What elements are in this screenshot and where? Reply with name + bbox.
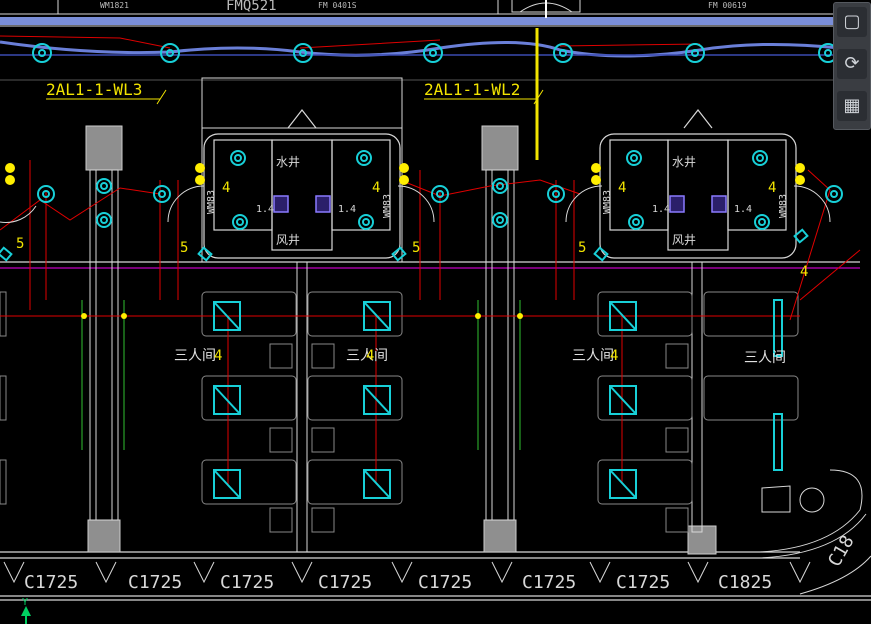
room-name-4: 三人间	[744, 350, 786, 366]
room-number-1: 4	[214, 348, 222, 364]
svg-text:1.4: 1.4	[338, 204, 356, 215]
header-code-2: FMQ521	[226, 0, 277, 14]
svg-text:WM83: WM83	[206, 190, 217, 214]
window-label-3: C1725	[220, 572, 274, 593]
window-label-5: C1725	[418, 572, 472, 593]
fixture-tags: 4 4 4 4 4 5 5 5 5	[16, 180, 808, 280]
svg-text:Y: Y	[22, 597, 28, 608]
ucs-axis-icon: Y	[21, 597, 31, 624]
room-name-2: 三人间	[346, 348, 388, 364]
bathroom-pod-left	[203, 109, 401, 259]
svg-text:5: 5	[412, 240, 420, 256]
svg-text:5: 5	[180, 240, 188, 256]
navigation-toolbar: ▢ ⟳ ▦	[833, 2, 871, 130]
header-code-3: FM 0401S	[318, 1, 357, 10]
window-markers	[3, 561, 811, 584]
svg-text:WM83: WM83	[778, 194, 789, 218]
svg-text:5: 5	[16, 236, 24, 252]
grid-icon[interactable]: ▦	[837, 91, 867, 121]
room-name-3: 三人间	[572, 348, 614, 364]
wall-lamps	[5, 163, 805, 319]
window-label-8: C1825	[718, 572, 772, 593]
shaft-label-1: 水井	[276, 155, 300, 169]
svg-text:4: 4	[800, 264, 808, 280]
room-number-2: 4	[366, 348, 374, 364]
shaft-label-3: 水井	[672, 155, 696, 169]
window-labels: C1725 C1725 C1725 C1725 C1725 C1725 C172…	[24, 532, 859, 593]
header-code-4: FM 00619	[708, 1, 747, 10]
header-code-1: WM1821	[100, 1, 129, 10]
room-name-1: 三人间	[174, 348, 216, 364]
svg-text:4: 4	[222, 180, 230, 196]
duct-band	[0, 17, 840, 25]
ceiling-fixtures	[0, 150, 843, 262]
bathroom-pod-right	[599, 109, 797, 259]
svg-text:4: 4	[618, 180, 626, 196]
svg-text:4: 4	[372, 180, 380, 196]
shaft-label-4: 风井	[672, 233, 696, 247]
svg-text:1.4: 1.4	[734, 204, 752, 215]
svg-text:1.4: 1.4	[256, 204, 274, 215]
shaft-label-2: 风井	[276, 233, 300, 247]
header-fixtures	[32, 43, 838, 63]
window-label-1: C1725	[24, 572, 78, 593]
circuit-label-wl3: 2AL1-1-WL3	[46, 80, 142, 99]
panel-labels: WM83 WM83 WM83 WM83 1.4 1.4 1.4 1.4	[206, 190, 789, 218]
wall-lines	[0, 261, 871, 601]
svg-text:WM83: WM83	[382, 194, 393, 218]
view-cube-icon[interactable]: ▢	[837, 7, 867, 37]
window-label-4: C1725	[318, 572, 372, 593]
room-number-3: 4	[610, 348, 618, 364]
orbit-icon[interactable]: ⟳	[837, 49, 867, 79]
window-label-2: C1725	[128, 572, 182, 593]
svg-text:4: 4	[768, 180, 776, 196]
rotunda	[759, 469, 871, 595]
svg-text:WM83: WM83	[602, 190, 613, 214]
exhaust-fans	[273, 195, 727, 213]
svg-text:1.4: 1.4	[652, 204, 670, 215]
window-label-6: C1725	[522, 572, 576, 593]
circuit-label-wl2: 2AL1-1-WL2	[424, 80, 520, 99]
door-swings	[0, 185, 831, 223]
room-furniture	[0, 291, 799, 533]
header-strip	[0, 0, 840, 81]
svg-text:5: 5	[578, 240, 586, 256]
window-label-7: C1725	[616, 572, 670, 593]
switch-boxes	[213, 299, 783, 499]
